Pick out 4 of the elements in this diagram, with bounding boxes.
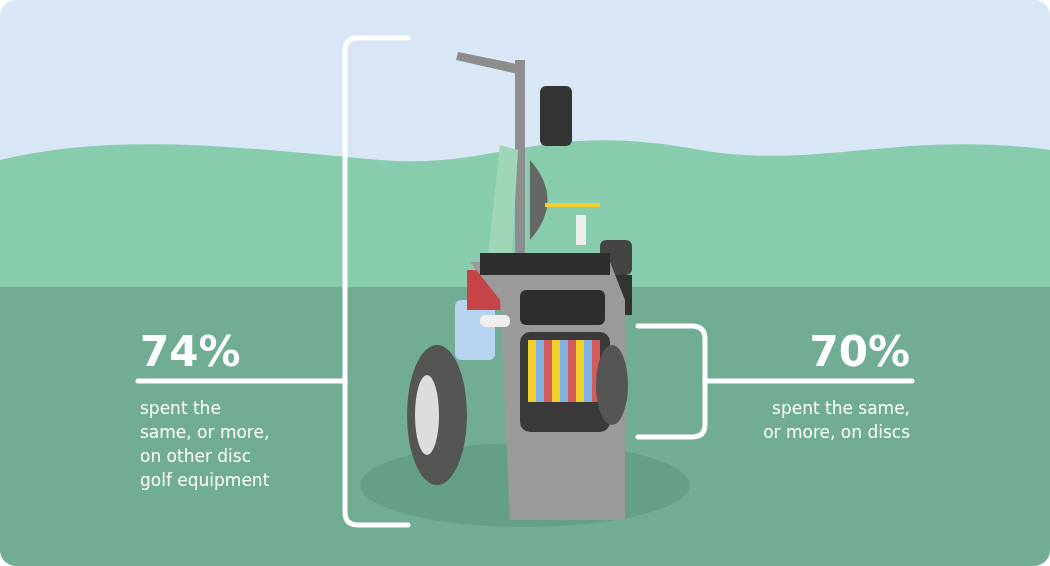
- stat-value: 74%: [140, 328, 241, 376]
- stat-value: 70%: [809, 328, 910, 376]
- stat-caption: spent the same, or more, on other disc golf equipment: [140, 397, 271, 492]
- stat-caption: spent the same, or more, on discs: [762, 397, 910, 444]
